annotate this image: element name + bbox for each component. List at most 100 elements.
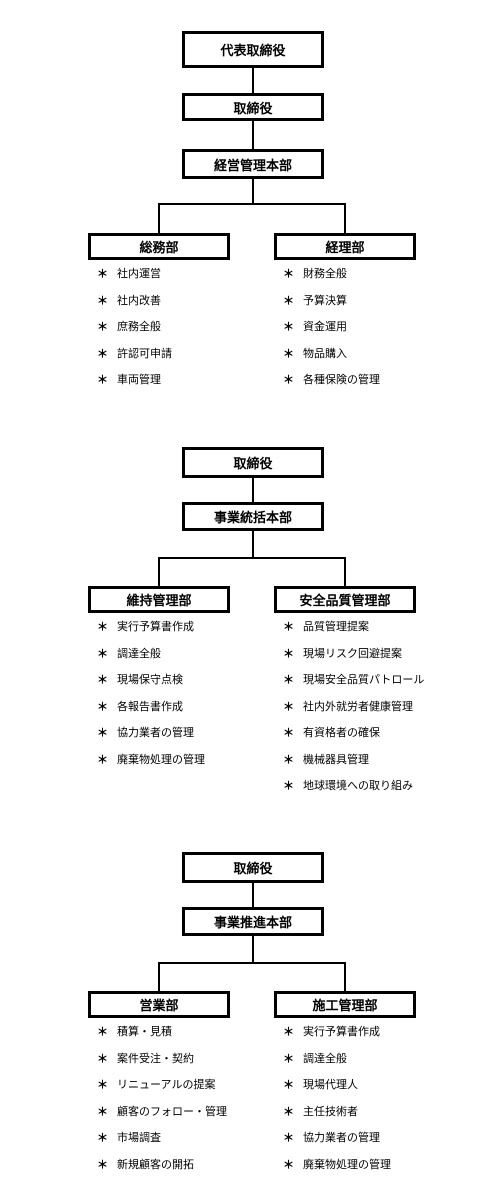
bullet-mark: ＊ bbox=[97, 267, 108, 280]
duty-text: 機械器具管理 bbox=[303, 752, 369, 766]
duty-text: 新規顧客の開拓 bbox=[117, 1157, 194, 1171]
connector bbox=[252, 478, 254, 502]
duty-item: ＊社内外就労者健康管理 bbox=[283, 700, 424, 727]
bullet-mark: ＊ bbox=[97, 646, 108, 660]
bullet-mark: ＊ bbox=[283, 267, 294, 280]
duty-item: ＊予算決算 bbox=[283, 294, 380, 321]
duty-item: ＊実行予算書作成 bbox=[283, 1025, 391, 1052]
duty-text: 市場調査 bbox=[117, 1131, 161, 1144]
hq-label: 事業推進本部 bbox=[213, 916, 292, 931]
bullet-mark: ＊ bbox=[97, 1051, 108, 1065]
dept-box-keiri: 経理部 bbox=[274, 233, 416, 260]
duty-text: 顧客のフォロー・管理 bbox=[117, 1104, 227, 1118]
bullet-mark: ＊ bbox=[97, 1078, 108, 1091]
connector bbox=[252, 179, 254, 204]
director-label: 取締役 bbox=[233, 862, 273, 877]
duty-text: 庶務全般 bbox=[117, 320, 161, 333]
duty-text: 調達全般 bbox=[117, 646, 161, 660]
hq-box-3: 事業推進本部 bbox=[182, 907, 324, 936]
connector bbox=[252, 121, 254, 149]
dept-box-anzen: 安全品質管理部 bbox=[274, 586, 416, 613]
dept-label: 施工管理部 bbox=[312, 999, 378, 1014]
dept-box-iji: 維持管理部 bbox=[88, 586, 230, 613]
bullet-mark: ＊ bbox=[97, 1104, 108, 1118]
duty-text: リニューアルの提案 bbox=[117, 1078, 216, 1091]
duty-item: ＊ 調達全般 bbox=[97, 647, 205, 674]
bullet-mark: ＊ bbox=[283, 779, 294, 792]
duty-text: 主任技術者 bbox=[303, 1104, 358, 1118]
duty-text: 協力業者の管理 bbox=[117, 726, 194, 739]
connector bbox=[344, 962, 346, 991]
duty-item: ＊実行予算書作成 bbox=[97, 620, 205, 647]
duty-item: ＊ 財務全般 bbox=[283, 267, 380, 294]
bullet-mark: ＊ bbox=[283, 1104, 294, 1118]
branch-line bbox=[158, 557, 346, 559]
bullet-mark: ＊ bbox=[97, 1025, 108, 1038]
duty-list: ＊積算・見積＊案件受注・契約＊リニューアルの提案＊顧客のフォロー・管理＊市場調査… bbox=[97, 1025, 227, 1184]
connector bbox=[158, 962, 160, 991]
duty-list: ＊品質管理提案＊現場リスク回避提案＊現場安全品質パトロール＊社内外就労者健康管理… bbox=[283, 620, 424, 806]
director-box-1: 取締役 bbox=[182, 93, 324, 121]
duty-text: 品質管理提案 bbox=[303, 620, 369, 633]
duty-text: 現場代理人 bbox=[303, 1078, 358, 1091]
duty-item: ＊ リニューアルの提案 bbox=[97, 1078, 227, 1105]
duty-item: ＊調達全般 bbox=[283, 1052, 391, 1079]
duty-item: ＊ 庶務全般 bbox=[97, 320, 172, 347]
bullet-mark: ＊ bbox=[283, 620, 294, 633]
duty-item: ＊有資格者の確保 bbox=[283, 726, 424, 753]
duty-text: 財務全般 bbox=[303, 267, 347, 280]
duty-item: ＊ 許認可申請 bbox=[97, 347, 172, 374]
hq-box-1: 経営管理本部 bbox=[182, 149, 324, 179]
duty-item: ＊各種保険の管理 bbox=[283, 373, 380, 400]
dept-box-soumu: 総務部 bbox=[88, 233, 230, 260]
bullet-mark: ＊ bbox=[97, 320, 108, 333]
dept-label: 経理部 bbox=[325, 241, 365, 256]
duty-text: 資金運用 bbox=[303, 320, 347, 333]
connector bbox=[252, 883, 254, 907]
duty-text: 許認可申請 bbox=[117, 346, 172, 360]
duty-item: ＊物品購入 bbox=[283, 347, 380, 374]
director-label: 取締役 bbox=[233, 457, 273, 472]
bullet-mark: ＊ bbox=[283, 673, 294, 686]
bullet-mark: ＊ bbox=[97, 620, 108, 633]
duty-item: ＊ 現場代理人 bbox=[283, 1078, 391, 1105]
bullet-mark: ＊ bbox=[283, 726, 294, 739]
bullet-mark: ＊ bbox=[97, 1157, 108, 1171]
dept-label: 営業部 bbox=[139, 999, 179, 1014]
duty-text: 現場安全品質パトロール bbox=[303, 673, 425, 686]
duty-text: 各報告書作成 bbox=[117, 699, 183, 713]
bullet-mark: ＊ bbox=[97, 1131, 108, 1144]
duty-item: ＊現場保守点検 bbox=[97, 673, 205, 700]
bullet-mark: ＊ bbox=[97, 752, 108, 766]
duty-text: 協力業者の管理 bbox=[303, 1131, 380, 1144]
branch-line bbox=[158, 203, 346, 205]
connector bbox=[158, 557, 160, 586]
duty-list: ＊社内運営＊社内改善＊庶務全般＊許認可申請＊車両管理 bbox=[97, 267, 172, 400]
connector bbox=[252, 531, 254, 558]
duty-text: 現場保守点検 bbox=[117, 673, 183, 686]
duty-list: ＊ 財務全般 ＊予算決算＊資金運用＊物品購入＊各種保険の管理 bbox=[283, 267, 380, 400]
bullet-mark: ＊ bbox=[97, 699, 108, 713]
duty-list: ＊実行予算書作成＊調達全般＊現場保守点検＊各報告書作成＊協力業者の管理＊廃棄物処… bbox=[97, 620, 205, 779]
duty-item: ＊社内運営 bbox=[97, 267, 172, 294]
duty-item: ＊機械器具管理 bbox=[283, 753, 424, 780]
duty-item: ＊地球環境への取り組み bbox=[283, 779, 424, 806]
bullet-mark: ＊ bbox=[97, 373, 108, 386]
duty-text: 積算・見積 bbox=[117, 1025, 172, 1038]
duty-item: ＊資金運用 bbox=[283, 320, 380, 347]
duty-item: ＊ 新規顧客の開拓 bbox=[97, 1158, 227, 1185]
bullet-mark: ＊ bbox=[283, 646, 294, 660]
connector bbox=[158, 203, 160, 233]
connector bbox=[344, 203, 346, 233]
bullet-mark: ＊ bbox=[283, 1051, 294, 1065]
hq-label: 経営管理本部 bbox=[213, 158, 292, 174]
bullet-mark: ＊ bbox=[283, 1078, 294, 1091]
duty-item: ＊ 市場調査 bbox=[97, 1131, 227, 1158]
duty-item: ＊廃棄物処理の管理 bbox=[283, 1158, 391, 1185]
duty-item: ＊案件受注・契約 bbox=[97, 1052, 227, 1079]
duty-item: ＊廃棄物処理の管理 bbox=[97, 753, 205, 780]
ceo-label: 代表取締役 bbox=[220, 44, 286, 59]
branch-line bbox=[158, 962, 346, 964]
duty-list: ＊実行予算書作成＊調達全般＊現場代理人＊主任技術者＊協力業者の管理＊廃棄物処理の… bbox=[283, 1025, 391, 1184]
bullet-mark: ＊ bbox=[97, 346, 108, 360]
